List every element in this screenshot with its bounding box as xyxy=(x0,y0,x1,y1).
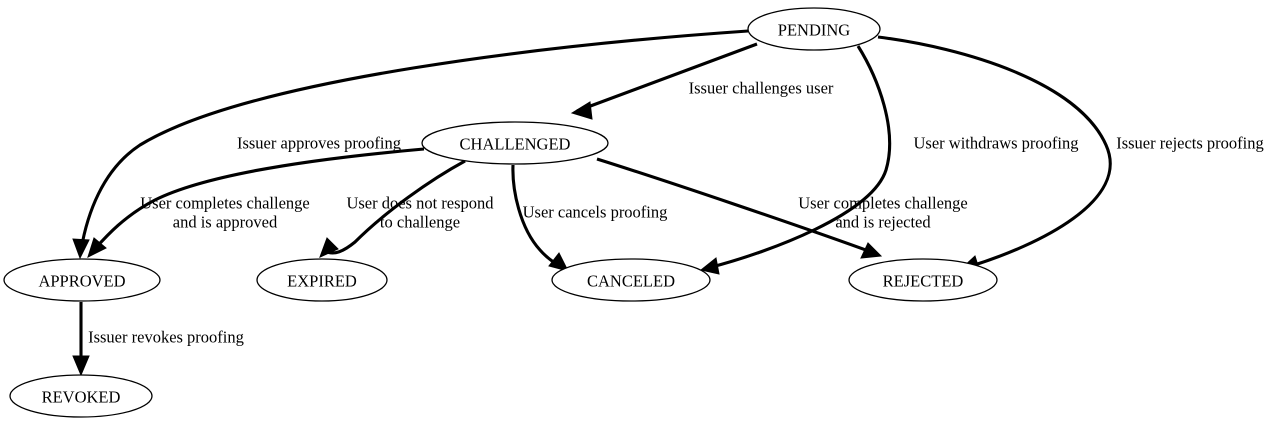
node-challenged[interactable]: CHALLENGED xyxy=(421,121,609,165)
arrowhead-canceled-from-pending xyxy=(699,257,720,275)
edge-pending-to-rejected[interactable] xyxy=(877,35,1112,273)
edge-approved-to-revoked[interactable] xyxy=(72,302,90,377)
node-revoked[interactable]: REVOKED xyxy=(9,374,153,418)
node-shape-canceled xyxy=(551,258,711,302)
node-shape-approved xyxy=(3,258,161,302)
node-canceled[interactable]: CANCELED xyxy=(551,258,711,302)
node-shape-challenged xyxy=(421,121,609,165)
node-label-approved: APPROVED xyxy=(38,272,125,291)
node-shape-rejected xyxy=(848,258,998,302)
node-shape-revoked xyxy=(9,374,153,418)
edge-challenged-to-canceled[interactable] xyxy=(511,164,569,272)
edge-label-issuer-rejects-proofing: Issuer rejects proofing xyxy=(1116,134,1264,153)
arrowhead-rejected-from-challenged xyxy=(860,242,883,259)
arrowhead-approved-from-pending xyxy=(72,238,90,260)
edge-label-user-does-not-respond-line2: to challenge xyxy=(380,213,460,232)
edge-path-challenged-to-expired xyxy=(324,159,466,255)
edge-label-user-completes-challenge-approved-line1: User completes challenge xyxy=(140,194,310,213)
edge-label-user-completes-challenge-approved-line2: and is approved xyxy=(173,213,278,232)
arrowhead-challenged-from-pending xyxy=(570,101,593,120)
node-label-expired: EXPIRED xyxy=(287,272,357,291)
edge-challenged-to-expired[interactable] xyxy=(319,159,466,258)
edge-label-issuer-challenges-user: Issuer challenges user xyxy=(689,79,834,98)
edge-path-pending-to-rejected xyxy=(877,35,1112,269)
edge-pending-to-challenged[interactable] xyxy=(570,42,758,120)
arrowhead-expired-from-challenged xyxy=(319,237,339,258)
edge-path-pending-to-approved xyxy=(79,29,749,251)
node-label-canceled: CANCELED xyxy=(587,272,675,291)
edge-label-user-completes-challenge-rejected-line1: User completes challenge xyxy=(798,194,968,213)
edge-challenged-to-rejected[interactable] xyxy=(596,157,883,259)
edge-label-user-completes-challenge-rejected-line2: and is rejected xyxy=(835,213,931,232)
arrowhead-revoked-from-approved xyxy=(72,355,90,377)
arrowhead-canceled-from-challenged xyxy=(548,252,569,272)
node-shape-pending xyxy=(747,7,881,51)
edge-path-challenged-to-approved xyxy=(91,147,425,253)
node-shape-expired xyxy=(256,258,388,302)
edge-pending-to-canceled[interactable] xyxy=(699,45,892,275)
edge-path-challenged-to-rejected xyxy=(596,157,875,255)
node-label-revoked: REVOKED xyxy=(42,388,121,407)
node-rejected[interactable]: REJECTED xyxy=(848,258,998,302)
edge-label-user-withdraws-proofing: User withdraws proofing xyxy=(914,134,1079,153)
edge-challenged-to-approved[interactable] xyxy=(87,147,425,258)
edge-label-user-cancels-proofing: User cancels proofing xyxy=(523,203,668,222)
node-approved[interactable]: APPROVED xyxy=(3,258,161,302)
node-label-pending: PENDING xyxy=(778,21,850,40)
edge-pending-to-approved[interactable] xyxy=(72,29,749,260)
arrowhead-approved-from-challenged xyxy=(87,237,107,258)
edge-label-user-does-not-respond-line1: User does not respond xyxy=(346,194,494,213)
node-pending[interactable]: PENDING xyxy=(747,7,881,51)
node-expired[interactable]: EXPIRED xyxy=(256,258,388,302)
edge-path-pending-to-canceled xyxy=(707,45,892,270)
node-label-challenged: CHALLENGED xyxy=(460,135,571,154)
node-label-rejected: REJECTED xyxy=(883,272,964,291)
edge-label-issuer-revokes-proofing: Issuer revokes proofing xyxy=(88,328,244,347)
edge-path-pending-to-challenged xyxy=(576,42,758,113)
edge-label-issuer-approves-proofing: Issuer approves proofing xyxy=(237,134,401,153)
